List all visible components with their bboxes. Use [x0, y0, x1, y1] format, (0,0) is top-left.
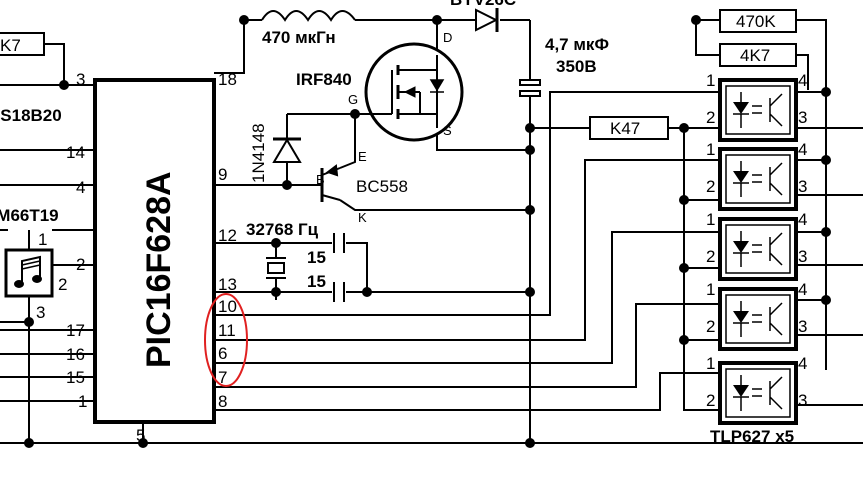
pin-3: 3 [76, 70, 85, 89]
opto-pin-4: 4 [798, 71, 807, 90]
diode-side [272, 137, 302, 163]
opto-pin-1: 1 [706, 140, 715, 159]
mcu-pic16f628a: PIC16F628A 3 14 4 2 17 16 15 1 5 18 9 12… [66, 70, 237, 445]
pin-6: 6 [218, 344, 227, 363]
pin-15: 15 [66, 368, 85, 387]
pin-1: 1 [78, 392, 87, 411]
sensor-label: DS18B20 [0, 106, 62, 125]
pin-13: 13 [218, 275, 237, 294]
mosfet-name: IRF840 [296, 70, 352, 89]
opto-pin-1: 1 [706, 354, 715, 373]
opto-pin-1: 1 [706, 280, 715, 299]
opto-pin-4: 4 [798, 210, 807, 229]
resistor-470k-label: 470K [736, 12, 776, 31]
pin-17: 17 [66, 321, 85, 340]
opto-pin-1: 1 [706, 210, 715, 229]
pin-18: 18 [218, 70, 237, 89]
resistor-k7-label: K7 [0, 36, 21, 55]
opto-pin-3: 3 [798, 317, 807, 336]
pin-8: 8 [218, 392, 227, 411]
diode-top-label: BYV26C [450, 0, 516, 9]
crystal-capacitors [333, 233, 345, 302]
pin-12: 12 [218, 226, 237, 245]
transistor [320, 164, 341, 202]
pin-4: 4 [76, 178, 85, 197]
opto-pin-1: 1 [706, 71, 715, 90]
transistor-collector: K [358, 210, 367, 225]
opto-pin-4: 4 [798, 354, 807, 373]
melody-pin-2: 2 [58, 275, 67, 294]
opto-pin-3: 3 [798, 108, 807, 127]
resistor-k47-label: K47 [610, 119, 640, 138]
opto-pin-3: 3 [798, 247, 807, 266]
pin-7: 7 [218, 368, 227, 387]
inductor-value: 470 мкГн [262, 28, 336, 47]
capacitor-main [519, 79, 541, 97]
opto-pin-2: 2 [706, 108, 715, 127]
resistor-k7 [0, 32, 45, 56]
diode-side-name: 1N4148 [249, 123, 268, 183]
crystal-cap-2: 15 [307, 272, 326, 291]
opto-pin-3: 3 [798, 391, 807, 410]
optocoupler-4: 1 2 4 3 [706, 280, 807, 351]
opto-pin-2: 2 [706, 391, 715, 410]
optocouplers: 1 2 4 3 1 2 4 3 1 2 4 3 1 2 4 3 1 2 4 3 [706, 71, 807, 425]
music-note-icon [14, 255, 42, 288]
highlight-ellipse [204, 293, 248, 387]
inductor [261, 10, 356, 22]
opto-pin-4: 4 [798, 140, 807, 159]
crystal-freq: 32768 Гц [246, 220, 319, 239]
optocoupler-label: TLP627 x5 [710, 427, 794, 446]
opto-pin-3: 3 [798, 177, 807, 196]
resistor-k47 [589, 116, 669, 140]
mosfet [364, 42, 464, 142]
crystal [266, 257, 286, 279]
pin-10: 10 [218, 297, 237, 316]
transistor-name: BC558 [356, 177, 408, 196]
optocoupler-1: 1 2 4 3 [706, 71, 807, 142]
pin-11: 11 [218, 321, 236, 340]
resistor-4k7 [719, 43, 797, 67]
mosfet-source: S [443, 123, 452, 138]
optocoupler-5: 1 2 4 3 [706, 354, 807, 425]
mcu-name: PIC16F628A [140, 171, 178, 368]
melody-label: UM66T19 [0, 206, 59, 225]
wires [0, 19, 863, 444]
capacitor-main-voltage: 350В [556, 57, 597, 76]
pin-16: 16 [66, 345, 85, 364]
pin-5: 5 [136, 426, 145, 445]
mosfet-drain: D [443, 30, 452, 45]
optocoupler-3: 1 2 4 3 [706, 210, 807, 281]
opto-pin-2: 2 [706, 317, 715, 336]
transistor-emitter: E [358, 149, 367, 164]
opto-pin-2: 2 [706, 247, 715, 266]
crystal-cap-1: 15 [307, 248, 326, 267]
pin-14: 14 [66, 143, 85, 162]
resistor-4k7-label: 4K7 [740, 46, 770, 65]
resistor-470k [719, 9, 797, 33]
junction-dots [24, 15, 831, 448]
mosfet-gate: G [348, 92, 358, 107]
diode-top [475, 8, 499, 32]
melody-pin-1: 1 [38, 230, 47, 249]
capacitor-main-value: 4,7 мкФ [545, 35, 609, 54]
opto-pin-4: 4 [798, 280, 807, 299]
optocoupler-2: 1 2 4 3 [706, 140, 807, 211]
pin-9: 9 [218, 165, 227, 184]
pin-2: 2 [76, 255, 85, 274]
opto-pin-2: 2 [706, 177, 715, 196]
melody-chip [4, 248, 54, 298]
melody-pin-3: 3 [36, 303, 45, 322]
transistor-base: B [316, 172, 325, 187]
